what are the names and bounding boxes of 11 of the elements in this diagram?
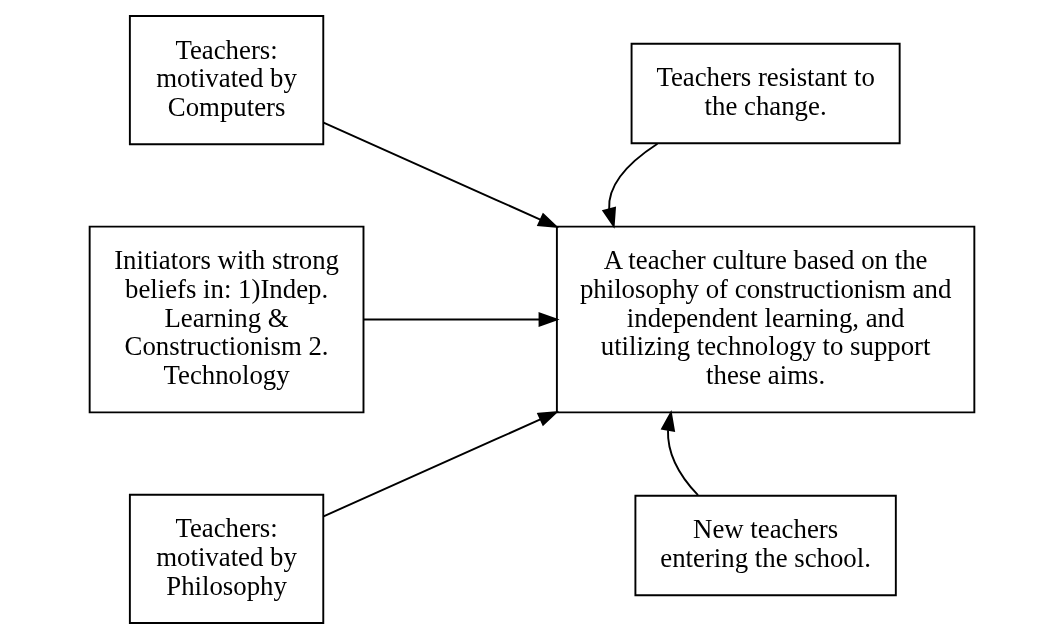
node-box: Teachers resistant to the change. xyxy=(630,42,901,145)
arrow xyxy=(660,409,699,497)
node-box: New teachers entering the school. xyxy=(633,494,897,597)
arrow xyxy=(322,411,559,518)
node-box: A teacher culture based on the philosophy of constructionism and independent learning, and utilizing technology to support these aims. xyxy=(555,225,975,414)
node-box: Teachers: motivated by Computers xyxy=(128,15,324,146)
node-box: Teachers: motivated by Philosophy xyxy=(128,493,324,624)
node-box: Initiators with strong beliefs in: 1)Indep. Learning & Constructionism 2. Technology xyxy=(88,225,364,414)
arrow xyxy=(362,312,560,327)
arrow xyxy=(322,121,559,228)
arrow xyxy=(601,142,658,229)
